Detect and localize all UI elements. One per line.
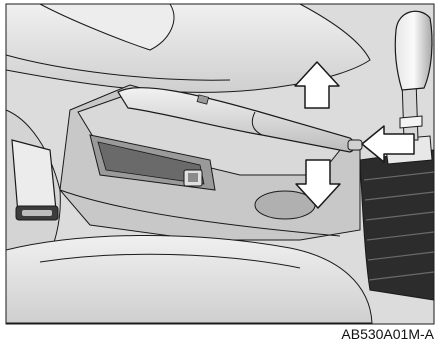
gear-boot xyxy=(360,150,434,300)
seatbelt-buckle xyxy=(12,140,56,214)
buckle-slot-inner xyxy=(22,210,52,216)
release-button xyxy=(348,140,362,150)
gear-ring xyxy=(400,116,422,128)
figure-caption: AB530A01M-A xyxy=(341,326,434,342)
gear-knob xyxy=(395,11,432,90)
switch-button-face xyxy=(188,173,198,182)
